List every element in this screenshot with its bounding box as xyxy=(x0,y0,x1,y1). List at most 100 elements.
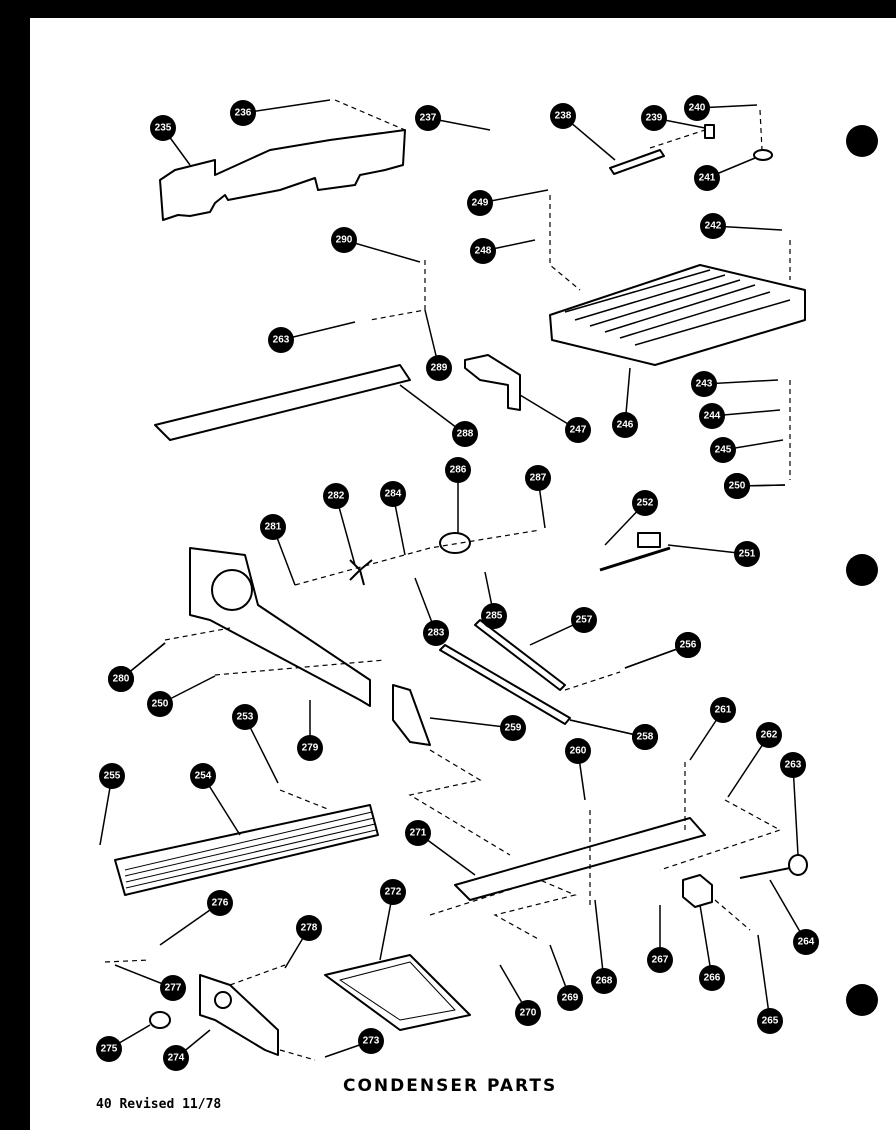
callout-number: 259 xyxy=(505,723,522,734)
callout-circle xyxy=(452,421,478,447)
callout-circle xyxy=(268,327,294,353)
callout-circle xyxy=(296,915,322,941)
callout-number: 241 xyxy=(699,173,716,184)
callout-number: 238 xyxy=(555,111,572,122)
callout-circle xyxy=(641,105,667,131)
dashed-leader xyxy=(649,129,706,149)
callout-number: 278 xyxy=(301,923,318,934)
callout-circle xyxy=(694,165,720,191)
clip-239 xyxy=(704,124,715,139)
callout-number: 288 xyxy=(457,429,474,440)
grommet-241 xyxy=(753,149,773,161)
callout-number: 272 xyxy=(385,887,402,898)
callout-leader xyxy=(667,544,748,555)
shaft-264 xyxy=(739,867,791,879)
bracket-plate-235 xyxy=(159,129,406,221)
callout-circle xyxy=(591,968,617,994)
callout-circle xyxy=(550,103,576,129)
callout-circle xyxy=(780,752,806,778)
callout-circle xyxy=(445,457,471,483)
dashed-leader xyxy=(214,659,386,676)
callout-number: 252 xyxy=(637,498,654,509)
dashed-leader xyxy=(229,964,286,986)
callout-circle xyxy=(500,715,526,741)
callout-number: 279 xyxy=(302,743,319,754)
binder-hole xyxy=(846,554,878,586)
callout-circle xyxy=(734,541,760,567)
callout-circle xyxy=(323,483,349,509)
callout-circle xyxy=(565,417,591,443)
dashed-leader xyxy=(549,195,581,291)
callout-number: 240 xyxy=(689,103,706,114)
callout-number: 236 xyxy=(235,108,252,119)
callout-circle xyxy=(684,95,710,121)
callout-circle xyxy=(691,371,717,397)
callout-leader xyxy=(792,764,799,856)
capillary-tube xyxy=(599,546,671,572)
callout-number: 262 xyxy=(761,730,778,741)
callout-number: 253 xyxy=(237,712,254,723)
dashed-leader xyxy=(104,959,151,963)
callout-number: 249 xyxy=(472,198,489,209)
callout-leader xyxy=(399,384,466,435)
callout-leader xyxy=(594,899,605,982)
callout-number: 265 xyxy=(762,1016,779,1027)
callout-number: 250 xyxy=(152,699,169,710)
roller-263 xyxy=(788,854,808,876)
callout-number: 256 xyxy=(680,640,697,651)
grille-slats xyxy=(124,811,377,889)
coil-tubing xyxy=(564,269,791,346)
dashed-leader xyxy=(279,789,331,811)
binder-hole xyxy=(846,125,878,157)
dashed-leader xyxy=(759,109,763,151)
callout-number: 255 xyxy=(104,771,121,782)
callout-number: 283 xyxy=(428,628,445,639)
callout-number: 260 xyxy=(570,746,587,757)
callout-circle xyxy=(470,238,496,264)
callout-circle xyxy=(160,975,186,1001)
pan-inner xyxy=(339,961,456,1021)
callout-number: 277 xyxy=(165,983,182,994)
grille-254 xyxy=(114,804,379,896)
callout-circle xyxy=(163,1045,189,1071)
callout-number: 268 xyxy=(596,976,613,987)
callout-number: 237 xyxy=(420,113,437,124)
dashed-leader xyxy=(164,627,231,641)
callout-number: 269 xyxy=(562,993,579,1004)
callout-circle xyxy=(190,763,216,789)
callout-number: 239 xyxy=(646,113,663,124)
plug-275 xyxy=(149,1011,171,1029)
dashed-leader xyxy=(429,879,577,941)
callout-number: 280 xyxy=(113,674,130,685)
dashed-leader xyxy=(659,799,782,871)
callout-circle xyxy=(710,437,736,463)
callout-number: 282 xyxy=(328,491,345,502)
callout-circle xyxy=(481,603,507,629)
callout-circle xyxy=(632,724,658,750)
rail-257 xyxy=(474,619,566,691)
callout-circle xyxy=(700,213,726,239)
callout-circle xyxy=(108,666,134,692)
callout-circle xyxy=(724,473,750,499)
page-footer: 40 Revised 11/78 xyxy=(96,1097,222,1112)
callout-number: 250 xyxy=(729,481,746,492)
dashed-leader xyxy=(369,260,426,321)
callout-circle xyxy=(423,620,449,646)
callout-circle xyxy=(632,490,658,516)
callout-circle xyxy=(232,704,258,730)
callout-circle xyxy=(358,1028,384,1054)
callout-circle xyxy=(331,227,357,253)
callout-circle xyxy=(415,105,441,131)
callout-number: 271 xyxy=(410,828,427,839)
callout-number: 273 xyxy=(363,1036,380,1047)
callout-circle xyxy=(426,355,452,381)
binder-hole xyxy=(846,984,878,1016)
fan-blade-282 xyxy=(349,559,373,586)
callout-number: 258 xyxy=(637,732,654,743)
callout-leader xyxy=(757,934,771,1022)
callout-circle xyxy=(565,738,591,764)
callout-circle xyxy=(793,929,819,955)
parts-sheet xyxy=(30,18,896,1130)
shroud-opening xyxy=(211,569,253,611)
